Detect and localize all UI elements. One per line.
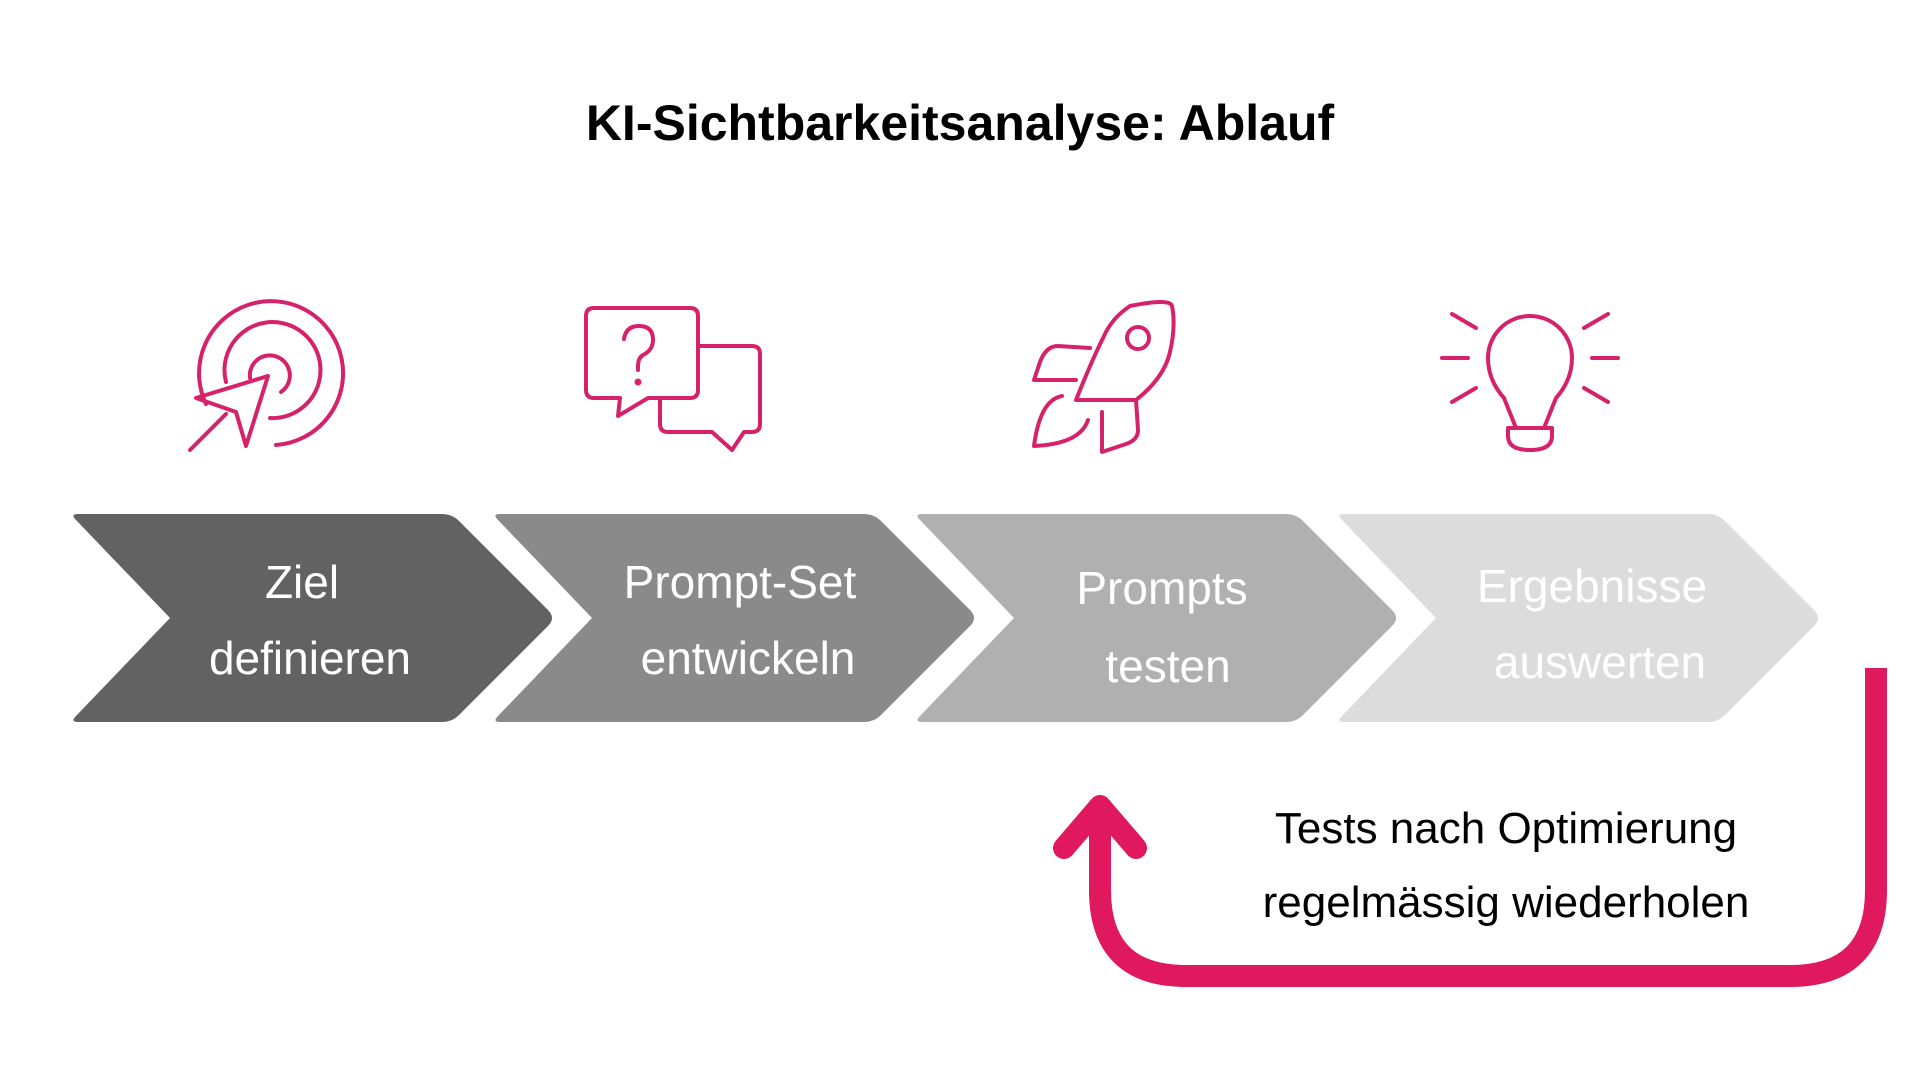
step-3-label-line2: testen [1105, 640, 1230, 692]
step-4-label-line1: Ergebnisse [1477, 560, 1707, 612]
loop-text-line1: Tests nach Optimierung [1275, 804, 1737, 853]
step-1-chevron [73, 514, 552, 722]
step-3-chevron [917, 514, 1396, 722]
diagram-title: KI-Sichtbarkeitsanalyse: Ablauf [586, 95, 1335, 151]
step-4-label-line2: auswerten [1494, 636, 1706, 688]
step-4-chevron [1339, 514, 1818, 722]
step-1-label-line2: definieren [209, 632, 411, 684]
loop-arrow-head [1053, 795, 1147, 859]
loop-text-line2: regelmässig wiederholen [1263, 878, 1750, 927]
step-3-label-line1: Prompts [1076, 562, 1247, 614]
rocket-icon [1032, 300, 1176, 454]
loop-arrow [1089, 668, 1887, 987]
step-2-label-line2: entwickeln [641, 632, 856, 684]
step-2-chevron [495, 514, 974, 722]
speech-bubbles-question-icon [584, 306, 762, 452]
lightbulb-icon [1440, 312, 1620, 452]
step-2-label-line1: Prompt-Set [624, 556, 857, 608]
target-arrow-icon [188, 299, 346, 452]
step-1-label-line1: Ziel [265, 556, 339, 608]
